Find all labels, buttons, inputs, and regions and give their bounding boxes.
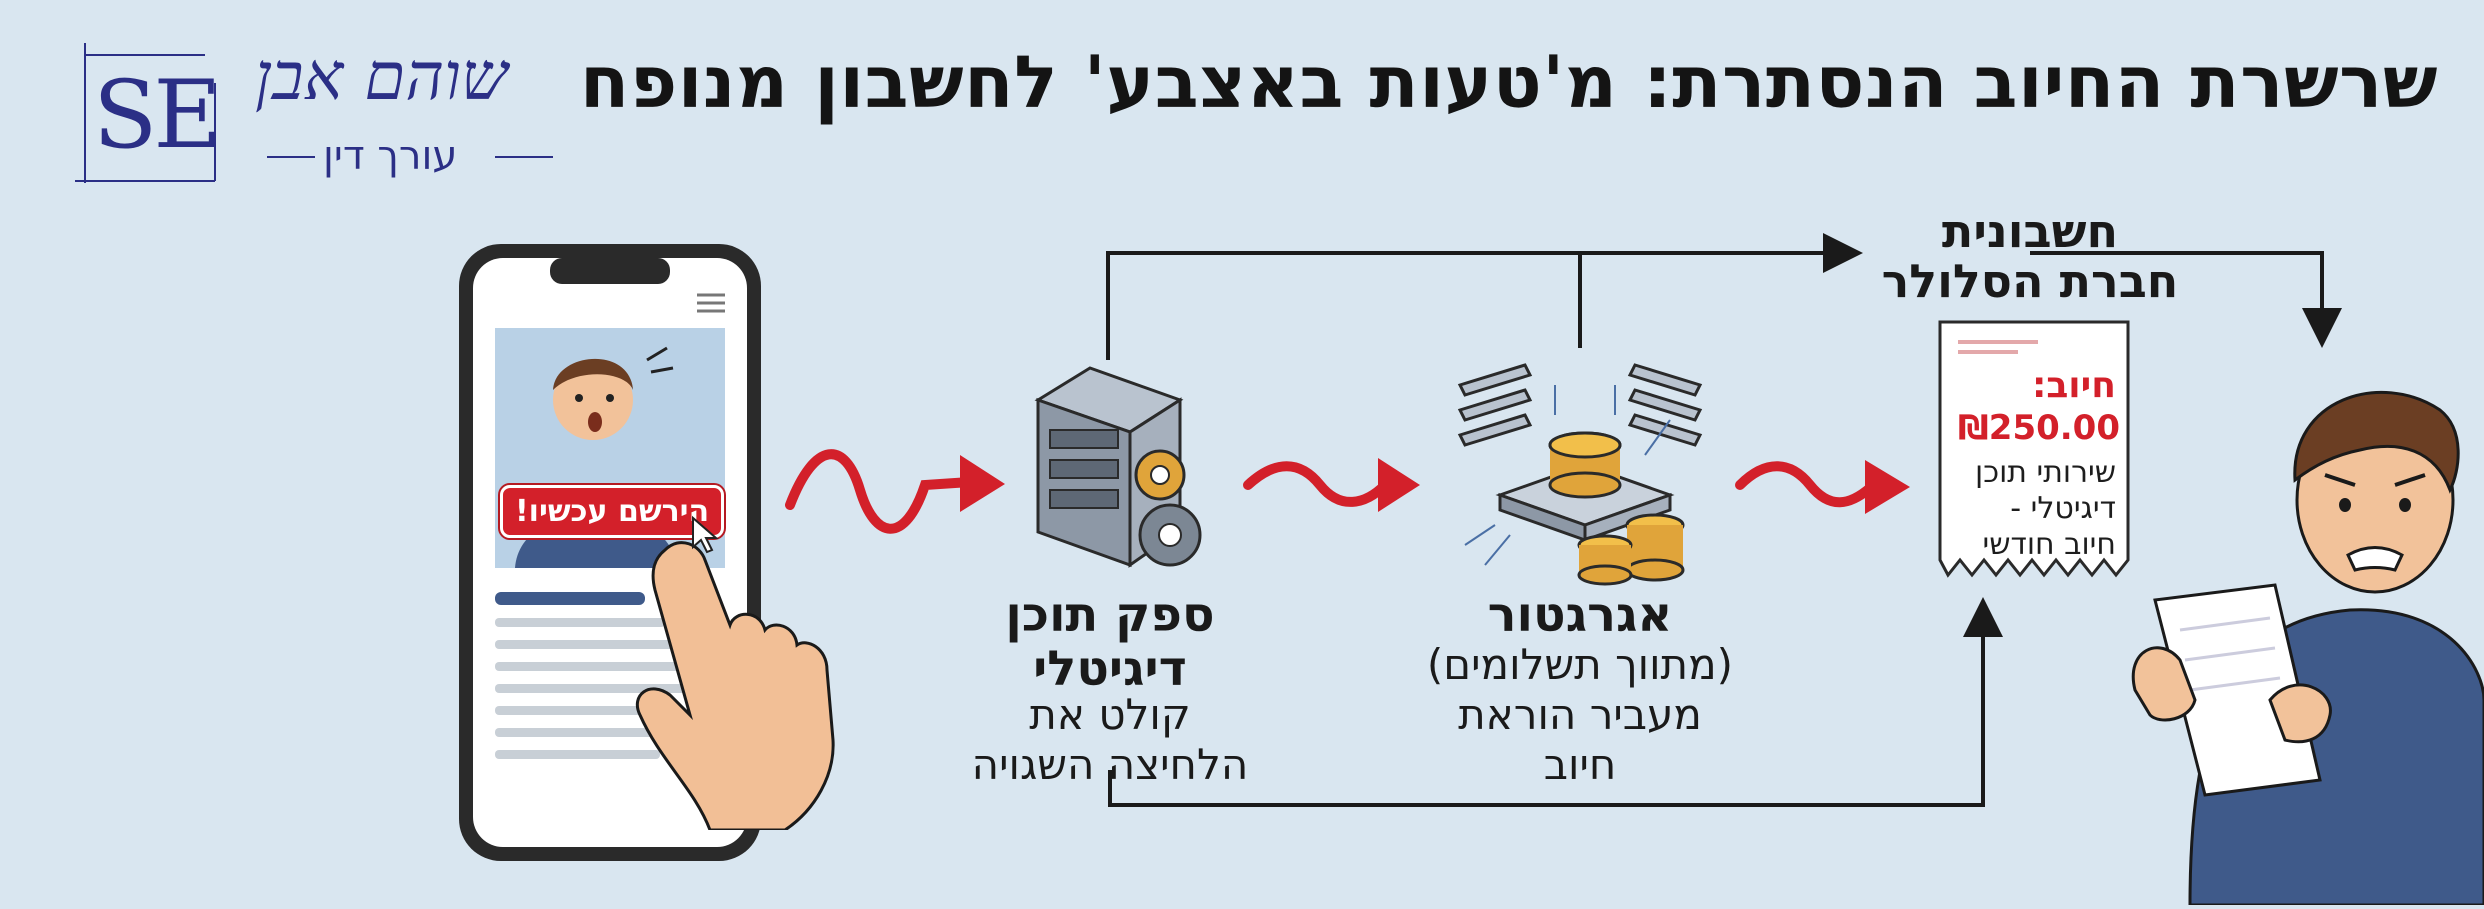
logo-monogram: SE (75, 43, 225, 183)
worried-man-icon (2120, 370, 2484, 907)
red-flow-arrow-1 (785, 449, 1005, 534)
provider-desc-line1: קולט את (1029, 690, 1191, 739)
logo-divider-right (495, 156, 553, 158)
register-now-button[interactable]: הירשם עכשיו! (500, 485, 725, 538)
red-flow-arrow-2 (1243, 458, 1420, 512)
provider-title: ספק תוכן דיגיטלי (1005, 587, 1215, 697)
logo-divider-left (267, 156, 315, 158)
finger-tap-icon (615, 530, 845, 832)
aggregator-title: אגרגטור (1487, 587, 1673, 643)
invoice-detail-line1: שירותי תוכן (1975, 455, 2116, 490)
receipt-icon: חיוב: ₪250.00 שירותי תוכן דיגיטלי - חיוב… (1938, 320, 2130, 580)
aggregator-coins-icon (1455, 355, 1715, 590)
provider-desc-line2: הלחיצה השגויה (971, 740, 1249, 789)
red-flow-arrow-3 (1735, 460, 1910, 514)
bottom-connector-line (1108, 597, 2003, 807)
cursor-icon (692, 515, 719, 554)
page-title: שרשרת החיוב הנסתרת: מ'טעות באצבע' לחשבון… (579, 40, 2438, 124)
logo-initials: SE (93, 61, 222, 170)
top-connector-line (1106, 233, 1863, 360)
invoice-title-line2: חברת הסלולר (1881, 254, 2179, 308)
aggregator-desc-line2: מעביר הוראת (1458, 690, 1702, 739)
smartphone-icon: הירשם עכשיו! (455, 240, 765, 865)
invoice-detail-line2: דיגיטלי - (2010, 491, 2116, 526)
invoice-title-line1: חשבונית (1941, 204, 2119, 258)
logo-name: שוהם אבן (255, 38, 508, 115)
invoice-detail-line3: חיוב חודשי (1982, 527, 2116, 562)
invoice-to-customer-arrow (2030, 251, 2342, 348)
invoice-amount: ₪250.00 (1958, 408, 2120, 448)
logo-subtitle: עורך דין (323, 133, 458, 179)
server-gears-icon (1030, 360, 1210, 575)
aggregator-desc-line1: (מתווך תשלומים) (1426, 640, 1734, 689)
aggregator-desc-line3: חיוב (1543, 740, 1617, 789)
invoice-charge-label: חיוב: (2031, 365, 2116, 406)
law-firm-logo: SE שוהם אבן עורך דין (55, 28, 565, 198)
